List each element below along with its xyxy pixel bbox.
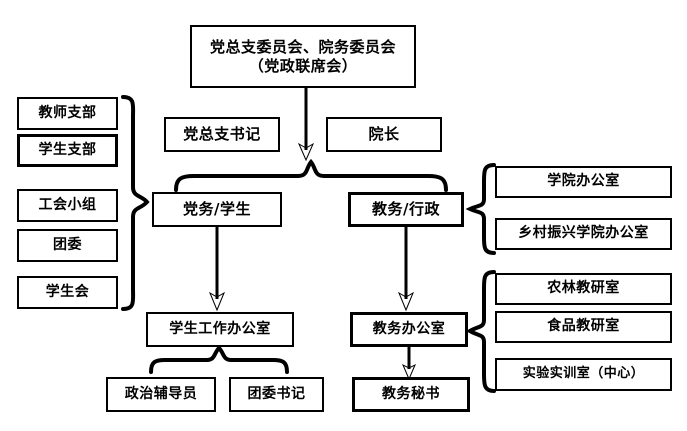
brace-party-groups [121,95,150,311]
brace-teaching-units [466,270,496,393]
node-league-secretary: 团委书记 [229,377,324,412]
node-academic-secretary: 教务秘书 [352,377,470,412]
connector-party-to-student-office [208,227,226,312]
node-party-secretary: 党总支书记 [164,117,280,152]
node-student-branch: 学生支部 [17,134,118,167]
node-rural-revitalization-office: 乡村振兴学院办公室 [495,218,672,250]
node-party-student-affairs: 党务/学生 [152,192,282,227]
node-youth-league-committee: 团委 [17,229,118,262]
node-student-union: 学生会 [17,276,118,309]
brace-branch-split [174,158,448,192]
node-party-committee: 党总支委员会、院务委员会 （党政联席会） [190,25,416,88]
node-political-counselor: 政治辅导员 [106,377,216,412]
connector-admin-to-academic-office [397,227,415,312]
connector-committee-to-branches [297,88,315,162]
node-academic-administration: 教务/行政 [348,192,464,227]
brace-student-staff-split [149,345,289,374]
node-union-group: 工会小组 [17,189,118,222]
connector-office-to-secretary [402,347,416,381]
node-academic-affairs-office: 教务办公室 [350,312,468,347]
node-student-affairs-office: 学生工作办公室 [146,312,294,347]
node-college-office: 学院办公室 [495,166,672,198]
node-food-teaching-office: 食品教研室 [495,311,672,343]
node-dean: 院长 [326,117,442,152]
node-lab-training-center: 实验实训室（中心） [495,358,672,391]
node-teacher-branch: 教师支部 [17,97,118,130]
brace-admin-offices [465,163,496,255]
node-agriculture-forestry-teaching-office: 农林教研室 [495,273,672,305]
